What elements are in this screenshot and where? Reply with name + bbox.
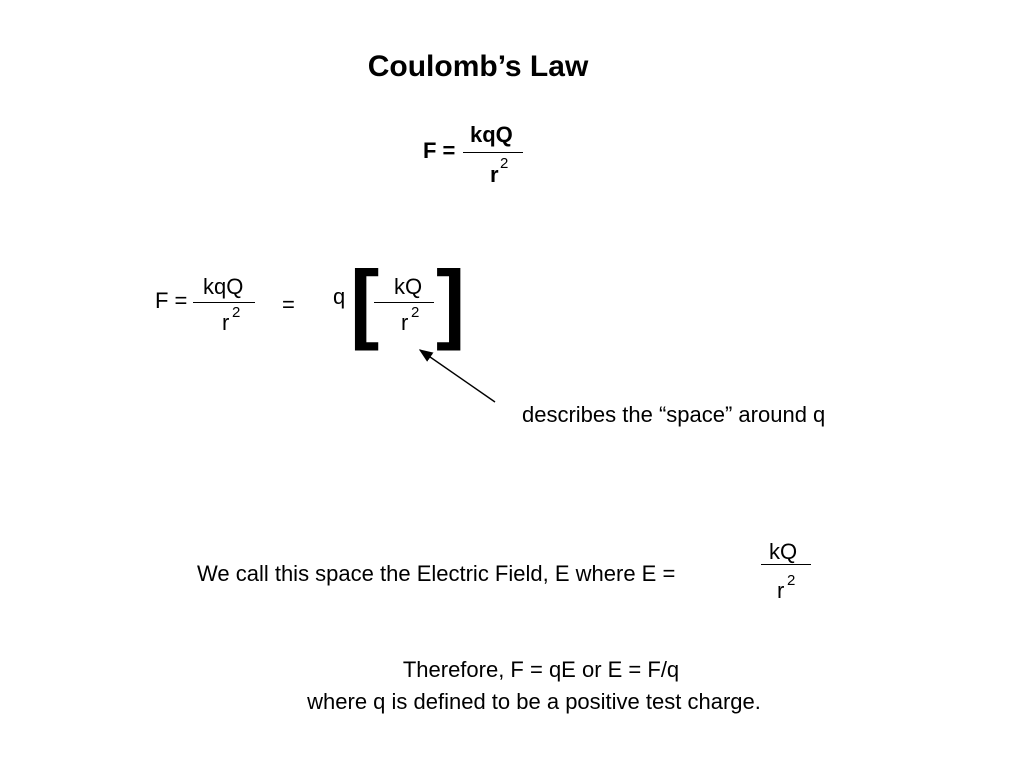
formula-expanded-factor: q (333, 284, 346, 309)
field-numerator: kQ (769, 539, 798, 564)
formula-top-lhs: F = (423, 138, 456, 163)
conclusion-line-2: where q is defined to be a positive test… (307, 689, 761, 714)
formula-top-denominator: r (490, 162, 499, 187)
formula-top-fraction-bar (463, 152, 523, 153)
formula-expanded-fraction-bar (193, 302, 255, 303)
formula-top-exponent: 2 (500, 155, 509, 172)
formula-expanded-exponent: 2 (232, 304, 241, 321)
right-bracket: ] (436, 252, 466, 351)
annotation-text: describes the “space” around q (522, 402, 826, 427)
conclusion-line-1: Therefore, F = qE or E = F/q (402, 657, 680, 682)
left-bracket: [ (350, 252, 380, 351)
field-fraction-bar (761, 564, 811, 565)
formula-expanded-equals: = (282, 292, 295, 317)
inner-numerator: kQ (394, 274, 423, 299)
field-definition-text: We call this space the Electric Field, E… (197, 561, 676, 586)
formula-expanded-denominator: r (222, 310, 230, 335)
formula-expanded-numerator: kqQ (203, 274, 244, 299)
inner-fraction-bar (374, 302, 434, 303)
field-exponent: 2 (787, 572, 796, 589)
slide-title: Coulomb’s Law (367, 50, 589, 83)
field-denominator: r (777, 578, 785, 603)
formula-top-numerator: kqQ (470, 122, 513, 147)
inner-denominator: r (401, 310, 409, 335)
formula-expanded-lhs: F = (155, 288, 188, 313)
inner-exponent: 2 (411, 304, 420, 321)
